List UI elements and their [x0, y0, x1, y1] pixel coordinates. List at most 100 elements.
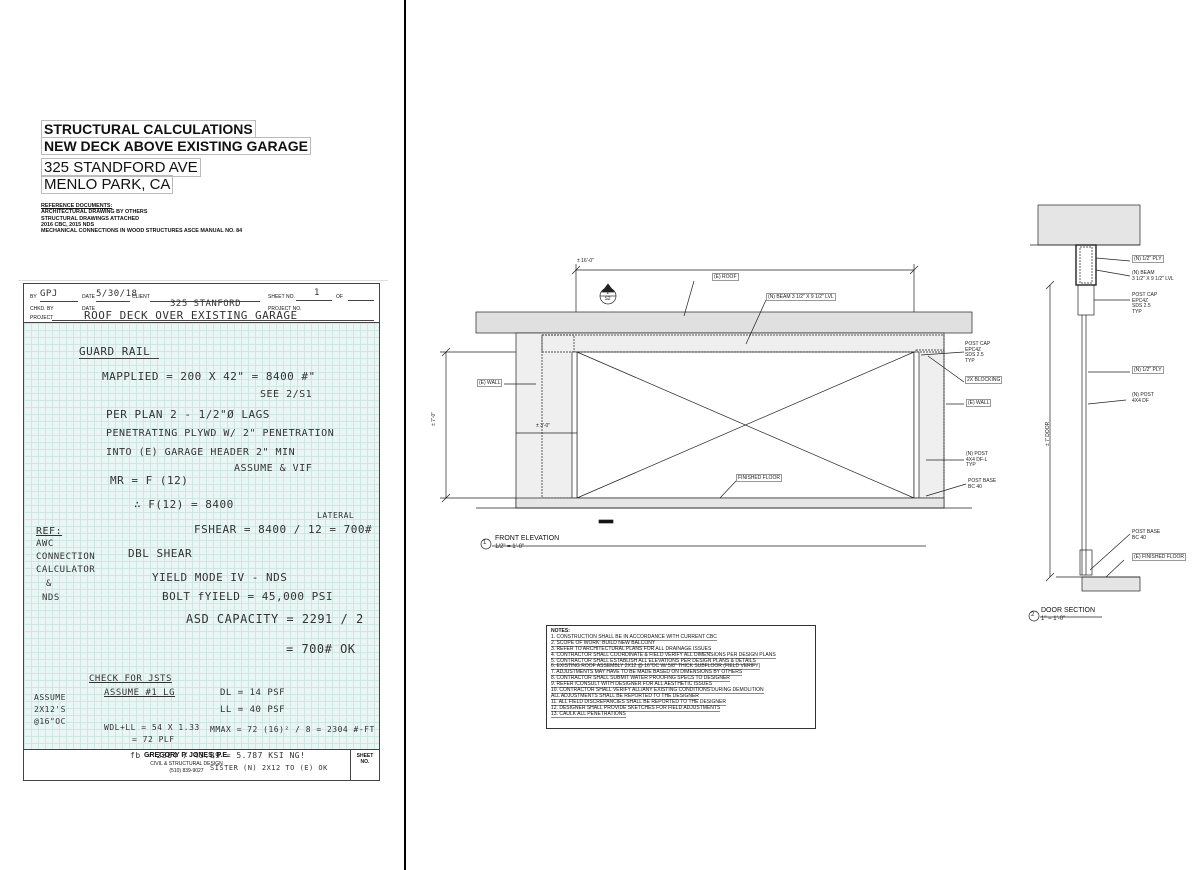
ds-label-finished-floor: (E) FINISHED FLOOR [1132, 553, 1187, 561]
sheet-no-underline [296, 300, 332, 301]
calc-line: NDS [42, 593, 60, 603]
leader-beam-section [1095, 269, 1131, 277]
dim-tick [909, 265, 919, 275]
sheet-footer: GREGORY P. JONES, P.E. CIVIL & STRUCTURA… [24, 749, 379, 781]
calc-line: ∴ F(12) = 8400 [134, 498, 234, 511]
leader-finished-floor-section [1105, 559, 1125, 578]
post-line: 4X4 DF-L [966, 456, 988, 463]
project-value: ROOF DECK OVER EXISTING GARAGE [84, 309, 298, 322]
calc-line: = 72 PLF [132, 735, 175, 744]
ds-beam-line: (N) BEAM [1132, 270, 1155, 276]
leader-post-cap [920, 351, 965, 356]
label-wall-right: (E) WALL [966, 399, 992, 407]
leader-blocking [927, 355, 965, 383]
door-section-geometry [1028, 204, 1141, 622]
date-value: 5/30/18 [96, 289, 138, 299]
engineer-subtitle: CIVIL & STRUCTURAL DESIGN [150, 761, 223, 767]
calculation-sheet: BY GPJ DATE 5/30/18 CLIENT 325 STANFORD … [23, 283, 380, 781]
note-item: 3. REFER TO ARCHITECTURAL PLANS FOR ALL … [551, 645, 712, 653]
leader-beam [745, 299, 767, 345]
note-item: 2. SCOPE OF WORK: BUILD NEW BALCONY [551, 639, 656, 647]
ds-post-line: (N) POST [1132, 392, 1154, 398]
calc-line: & [46, 579, 52, 589]
dim-top-label: ± 16'-0" [577, 258, 594, 264]
section-marker-arrow [601, 283, 615, 293]
engineer-phone: (510) 839-9027 [169, 768, 204, 774]
section-mark-top: 2 [606, 290, 610, 296]
dim-left-label: ± 7'-0" [431, 411, 437, 426]
note-item: 4. CONTRACTOR SHALL COORDINATE & FIELD V… [551, 651, 776, 659]
ds-post-cap-line: SDS 2.5 [1132, 303, 1151, 309]
calc-line: WDL+LL = 54 X 1.33 [104, 723, 200, 732]
calc-line: @16"OC [34, 717, 66, 726]
calc-line: MMAX = 72 (16)² / 8 = 2304 #-FT [210, 725, 375, 734]
address-line1: 325 STANDFORD AVE [41, 158, 201, 177]
dim-small-label: ± 3'-0" [536, 423, 551, 429]
calc-line: DBL SHEAR [128, 547, 193, 560]
project-underline [52, 320, 374, 321]
ds-post-cap-line: EPC4Z [1132, 297, 1149, 304]
ds-post-base-line: POST BASE [1132, 529, 1161, 535]
label-beam: (N) BEAM 3 1/2" X 9 1/2" LVL [766, 293, 836, 301]
ds-post-cap-line: TYP [1132, 308, 1142, 315]
ds-label-ply-top: (N) 1/2" PLY [1132, 255, 1164, 263]
client-underline [150, 301, 260, 302]
floor-above [1037, 204, 1141, 246]
door-tag [598, 519, 614, 524]
page-divider [404, 0, 406, 870]
calc-line: CONNECTION [36, 552, 96, 562]
note-item: 9. REFER /CONSULT WITH DESIGNER FOR ALL … [551, 681, 713, 689]
note-item: 10. CONTRACTOR SHALL VERIFY ALL/ANY EXIS… [551, 687, 764, 695]
calc-line: ASD CAPACITY = 2291 / 2 [186, 612, 364, 626]
right-post [913, 351, 920, 499]
calc-line: CHECK FOR JSTS [89, 674, 172, 684]
calc-line: LL = 40 PSF [220, 705, 286, 715]
ds-dim-door-label: ± 7' DOOR [1045, 421, 1051, 446]
ds-post-line: 4X4 DF [1132, 397, 1149, 404]
reference-item: 2016 CBC, 2015 NDS [41, 221, 95, 228]
calc-line: PENETRATING PLYWD W/ 2" PENETRATION [106, 428, 335, 439]
leader-post-base [925, 483, 967, 497]
date-underline [96, 301, 130, 302]
ds-label-post: (N) POST 4X4 DF [1132, 392, 1154, 404]
label-roof: (E) ROOF [712, 273, 739, 281]
by-value: GPJ [40, 289, 58, 299]
post-base-line: POST BASE [968, 478, 997, 484]
post-base-line: BC 40 [968, 483, 982, 490]
reference-item: ARCHITECTURAL DRAWING BY OTHERS [41, 209, 148, 216]
reference-documents: REFERENCE DOCUMENTS: ARCHITECTURAL DRAWI… [41, 203, 242, 234]
calc-line: = 700# OK [286, 642, 356, 656]
door-section-scale: 1" = 1'-0" [1041, 616, 1066, 622]
references-heading: REFERENCE DOCUMENTS: [41, 203, 113, 209]
calc-line: AWC [36, 539, 54, 549]
front-elevation-geometry [440, 264, 973, 550]
ds-post-cap-line: POST CAP [1132, 292, 1158, 298]
elevation-detail-number: 1 [483, 540, 487, 546]
beam-section [1075, 244, 1097, 286]
post-cap-line: EPC4Z [965, 346, 982, 353]
post-base-section [1079, 549, 1093, 576]
footer-sheet-no-label: SHEET NO. [356, 753, 374, 765]
by-underline [40, 301, 78, 302]
post-cap-line: SDS 2.5 [965, 352, 984, 358]
door-section-detail-number: 2 [1031, 612, 1035, 618]
leader-roof [683, 280, 695, 317]
label-post-cap: POST CAP EPC4Z SDS 2.5 TYP [965, 341, 990, 364]
calc-line: INTO (E) GARAGE HEADER 2" MIN [106, 447, 296, 458]
section-mark-bottom: S2 [604, 295, 611, 302]
leader-ply-top [1095, 257, 1131, 262]
leader-post-base-section [1089, 533, 1131, 571]
ds-label-post-base: POST BASE BC 40 [1132, 529, 1161, 541]
ds-post-base-line: BC 40 [1132, 534, 1146, 541]
note-item: 5. CONTRACTOR SHALL ESTABLISH ALL ELEVAT… [551, 657, 756, 665]
post-line: TYP [966, 462, 976, 468]
label-finished-floor: FINISHED FLOOR [736, 474, 782, 482]
ds-label-beam: (N) BEAM 3 1/2" X 9 1/2" LVL [1132, 270, 1174, 282]
sheet-header: BY GPJ DATE 5/30/18 CLIENT 325 STANFORD … [24, 284, 379, 323]
note-item: 6. EXISTING ROOF ASSEMBLY 2X12 @ 16"OC W… [551, 663, 761, 671]
calc-line: DL = 14 PSF [220, 688, 286, 698]
notes-heading: NOTES: [551, 628, 570, 634]
floor-slab [515, 497, 945, 509]
dim-tick [1045, 572, 1055, 582]
note-item: ALL ADJUSTMENTS SHALL BE REPORTED TO THE… [551, 692, 699, 700]
